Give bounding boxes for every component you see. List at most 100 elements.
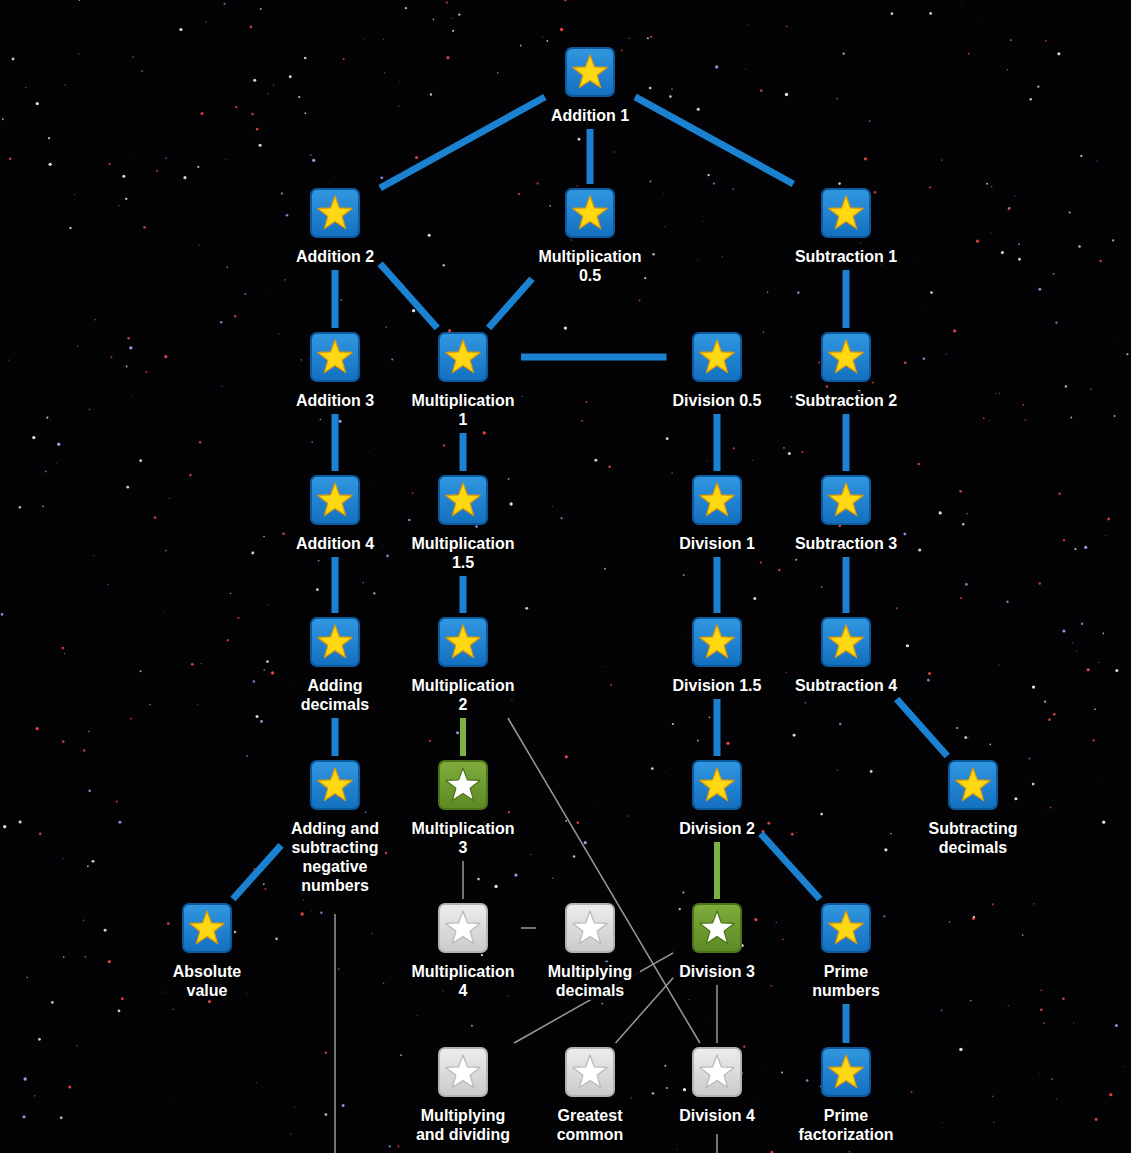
skill-label: Subtraction 1 [793,247,899,266]
background-star [389,1145,391,1147]
background-star [446,56,449,59]
skill-label: Adding decimals [285,676,385,714]
background-star [565,755,568,758]
continuation-line [716,1134,718,1153]
background-star [752,460,753,461]
prerequisite-line [460,718,466,756]
background-star [652,1092,654,1094]
star-icon [692,903,742,953]
background-star [906,644,909,647]
background-star [68,1086,71,1089]
background-star [62,858,63,859]
star-symbol [567,905,613,951]
star-shape [573,1055,607,1088]
background-star [546,40,548,42]
background-star [412,309,415,312]
background-star [271,671,274,674]
skill-node: Addition 2 [294,188,376,266]
background-star [509,502,512,505]
background-star [708,716,710,718]
background-star [565,820,567,822]
background-star [584,841,587,844]
background-star [621,50,623,52]
background-star [1115,669,1118,672]
background-star [275,938,278,941]
background-star [400,1054,402,1056]
skill-label: Multiplication 4 [409,962,517,1000]
background-star [256,715,259,718]
background-star [226,267,228,269]
background-star [664,226,665,227]
background-star [842,53,844,55]
background-star [79,0,81,1]
background-star [298,96,300,98]
star-icon [310,617,360,667]
background-star [883,915,885,917]
prerequisite-line [332,414,339,471]
background-star [806,1079,809,1082]
background-star [303,899,304,900]
background-star [256,128,259,131]
background-star [1024,419,1026,421]
background-star [942,1122,944,1124]
background-star [48,137,50,139]
skill-label: Multiplication 0.5 [536,247,644,285]
background-star [1029,758,1031,760]
background-star [172,1009,174,1011]
background-star [132,56,133,57]
prerequisite-line [713,557,720,613]
background-star [918,549,921,552]
star-icon [565,1047,615,1097]
background-star [62,740,65,743]
star-shape [573,911,607,944]
background-star [391,358,393,360]
background-star [928,672,931,675]
background-star [904,361,907,364]
background-star [343,58,345,60]
background-star [304,112,306,114]
skill-label: Absolute value [157,962,257,1000]
background-star [998,393,1000,395]
background-star [671,472,673,474]
background-star [197,166,199,168]
background-star [560,517,562,519]
star-icon [692,475,742,525]
background-star [961,2,962,3]
background-star [139,459,142,462]
background-star [995,393,996,394]
background-star [380,176,383,179]
background-star [108,163,110,165]
star-symbol [440,619,486,665]
background-star [778,569,781,572]
background-star [94,319,96,321]
background-star [386,555,389,558]
background-star [290,1133,291,1134]
background-star [294,1107,295,1108]
background-star [890,833,892,835]
background-star [130,395,132,397]
background-star [267,93,269,95]
star-shape [829,1055,863,1088]
star-symbol [823,1049,869,1095]
background-star [250,26,253,29]
background-star [666,1087,668,1089]
background-star [679,908,681,910]
background-star [962,523,965,526]
star-symbol [694,619,740,665]
background-star [754,918,757,921]
background-star [12,58,15,61]
background-star [733,447,735,449]
star-icon [438,332,488,382]
skill-label: Multiplying decimals [540,962,640,1000]
skill-node: Greatest common [540,1047,640,1144]
background-star [968,53,970,55]
background-star [651,767,654,770]
background-star [251,552,254,555]
background-star [706,460,707,461]
background-star [191,663,194,666]
background-star [88,730,90,732]
background-star [26,977,28,979]
background-star [552,506,553,507]
background-star [108,960,111,963]
background-star [208,1000,211,1003]
